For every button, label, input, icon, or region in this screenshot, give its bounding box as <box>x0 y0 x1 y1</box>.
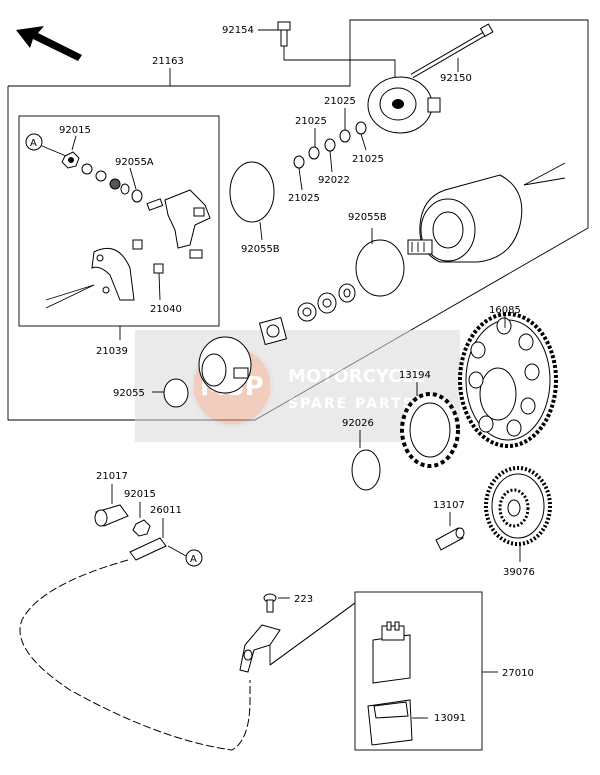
label-92015-top: 92015 <box>59 125 91 136</box>
watermark-brand-line2: SPARE PARTS <box>288 396 415 412</box>
label-39076: 39076 <box>503 567 535 578</box>
shaft-13107-part[interactable] <box>435 512 465 551</box>
o-ring-92055-part[interactable] <box>152 378 189 408</box>
label-21040: 21040 <box>150 304 182 315</box>
nut-92015-top-part[interactable] <box>61 135 80 169</box>
label-21025-a: 21025 <box>324 96 356 107</box>
washer-92026-part[interactable] <box>351 430 381 491</box>
terminal-bolt-part[interactable] <box>146 189 211 259</box>
one-way-clutch-13194-part[interactable] <box>400 382 460 468</box>
label-92055B-right: 92055B <box>348 212 387 223</box>
bolt-223-part[interactable] <box>263 593 290 613</box>
front-direction-arrow-icon <box>16 26 82 61</box>
label-13194: 13194 <box>399 370 431 381</box>
label-92026: 92026 <box>342 418 374 429</box>
o-ring-92055B-right-part[interactable] <box>355 228 405 297</box>
cable-bracket-part[interactable] <box>239 624 281 673</box>
label-92055: 92055 <box>113 388 145 399</box>
washer-set-mid-part[interactable] <box>297 283 356 322</box>
label-92022: 92022 <box>318 175 350 186</box>
label-21025-b: 21025 <box>295 116 327 127</box>
label-92154: 92154 <box>222 25 254 36</box>
label-13091: 13091 <box>434 713 466 724</box>
label-92055A: 92055A <box>115 157 154 168</box>
o-ring-92055B-left-part[interactable] <box>229 161 275 241</box>
svg-text:A: A <box>30 138 37 149</box>
label-92055B-left: 92055B <box>241 244 280 255</box>
starter-front-cover-part[interactable] <box>198 336 252 394</box>
bolt-92154-part[interactable] <box>277 21 396 78</box>
label-21163: 21163 <box>152 56 184 67</box>
label-21039: 21039 <box>96 346 128 357</box>
part-number-labels: 92154 21163 92150 21025 21025 21025 9202… <box>59 25 535 724</box>
washer-set-21025-part[interactable] <box>293 108 367 191</box>
label-26011: 26011 <box>150 505 182 516</box>
watermark-brand-line1: MOTORCYCLE <box>288 366 425 387</box>
nut-92015-bottom-part[interactable] <box>132 502 151 537</box>
brush-plate-part[interactable] <box>45 248 135 309</box>
starter-relay-part[interactable] <box>372 621 411 684</box>
starter-cable-part <box>19 559 251 751</box>
grommet-21017-part[interactable] <box>94 484 129 527</box>
idle-gear-39076-part[interactable] <box>484 466 552 562</box>
cable-terminal-26011-part[interactable] <box>129 518 167 561</box>
label-223: 223 <box>294 594 313 605</box>
label-92150: 92150 <box>440 73 472 84</box>
washer-stack-inner-part[interactable] <box>81 163 143 203</box>
long-bolt-92150-part[interactable] <box>410 23 494 79</box>
starter-end-cover-part[interactable] <box>367 76 441 134</box>
assembly-frame-lines <box>7 19 589 751</box>
label-21017: 21017 <box>96 471 128 482</box>
brush-holder-small-part[interactable] <box>258 316 288 346</box>
label-21025-c: 21025 <box>352 154 384 165</box>
callout-a-bottom-icon: A <box>167 545 203 567</box>
starter-motor-body-part[interactable] <box>407 162 566 263</box>
label-21025-d: 21025 <box>288 193 320 204</box>
relay-cover-13091-part[interactable] <box>367 699 428 746</box>
svg-text:A: A <box>190 554 197 565</box>
label-92015-bottom: 92015 <box>124 489 156 500</box>
callout-a-top-icon: A <box>25 133 67 157</box>
label-13107: 13107 <box>433 500 465 511</box>
brush-21040-part[interactable] <box>132 239 164 301</box>
label-27010: 27010 <box>502 668 534 679</box>
starter-clutch-gear-16085-part[interactable] <box>458 312 558 448</box>
label-16085: 16085 <box>489 305 521 316</box>
